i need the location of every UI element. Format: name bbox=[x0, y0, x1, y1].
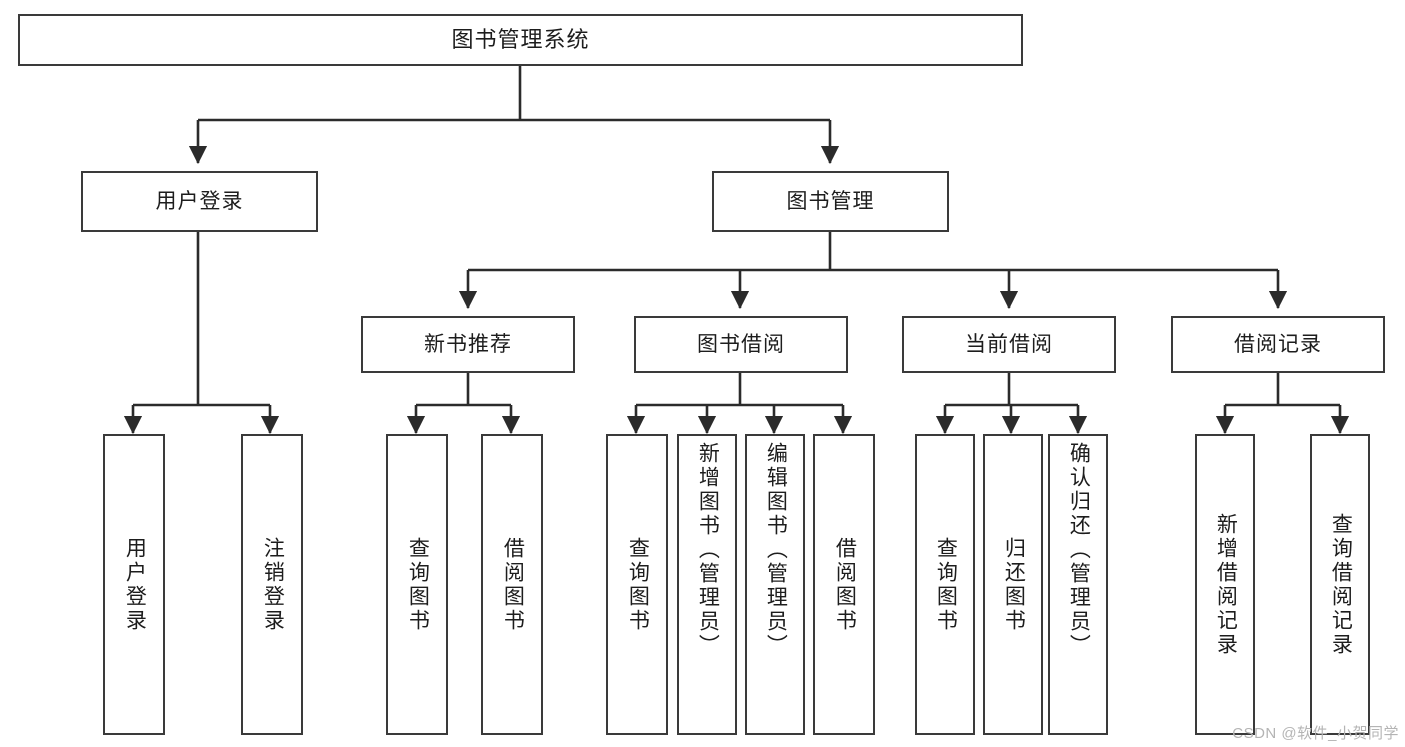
node-leaf-query-record-label: 查询借阅记录 bbox=[1329, 512, 1353, 657]
node-leaf-query-book-1-label: 查询图书 bbox=[406, 536, 430, 633]
node-book-borrow[interactable]: 图书借阅 bbox=[634, 316, 848, 373]
node-leaf-confirm-return-label: 确认归还（管理员） bbox=[1067, 442, 1091, 658]
node-leaf-query-record[interactable]: 查询借阅记录 bbox=[1310, 434, 1370, 735]
node-current-borrow-label: 当前借阅 bbox=[965, 332, 1053, 356]
node-leaf-add-record[interactable]: 新增借阅记录 bbox=[1195, 434, 1255, 735]
watermark: CSDN @软件_小贺同学 bbox=[1232, 725, 1399, 742]
node-leaf-query-book-2[interactable]: 查询图书 bbox=[606, 434, 668, 735]
node-new-book-recommend-label: 新书推荐 bbox=[424, 332, 512, 356]
node-leaf-query-book-3-label: 查询图书 bbox=[934, 536, 958, 633]
node-leaf-add-record-label: 新增借阅记录 bbox=[1214, 512, 1238, 657]
node-new-book-recommend[interactable]: 新书推荐 bbox=[361, 316, 575, 373]
node-leaf-return-book[interactable]: 归还图书 bbox=[983, 434, 1043, 735]
node-user-login-label: 用户登录 bbox=[155, 189, 244, 213]
node-root-label: 图书管理系统 bbox=[451, 26, 590, 52]
node-book-management-label: 图书管理 bbox=[786, 189, 875, 213]
node-leaf-add-book[interactable]: 新增图书（管理员） bbox=[677, 434, 737, 735]
node-book-borrow-label: 图书借阅 bbox=[697, 332, 785, 356]
node-leaf-add-book-label: 新增图书（管理员） bbox=[696, 442, 720, 658]
node-leaf-user-login[interactable]: 用户登录 bbox=[103, 434, 165, 735]
node-borrow-record-label: 借阅记录 bbox=[1234, 332, 1322, 356]
node-user-login[interactable]: 用户登录 bbox=[81, 171, 318, 232]
node-leaf-edit-book-label: 编辑图书（管理员） bbox=[764, 442, 788, 658]
node-leaf-borrow-book-2-label: 借阅图书 bbox=[833, 536, 857, 633]
node-leaf-borrow-book-1-label: 借阅图书 bbox=[501, 536, 525, 633]
node-leaf-return-book-label: 归还图书 bbox=[1002, 536, 1026, 633]
node-leaf-logout-login-label: 注销登录 bbox=[261, 536, 285, 633]
node-leaf-confirm-return[interactable]: 确认归还（管理员） bbox=[1048, 434, 1108, 735]
node-leaf-query-book-3[interactable]: 查询图书 bbox=[915, 434, 975, 735]
node-leaf-borrow-book-1[interactable]: 借阅图书 bbox=[481, 434, 543, 735]
node-borrow-record[interactable]: 借阅记录 bbox=[1171, 316, 1385, 373]
node-root[interactable]: 图书管理系统 bbox=[18, 14, 1023, 66]
node-leaf-logout-login[interactable]: 注销登录 bbox=[241, 434, 303, 735]
node-leaf-edit-book[interactable]: 编辑图书（管理员） bbox=[745, 434, 805, 735]
node-leaf-query-book-2-label: 查询图书 bbox=[626, 536, 650, 633]
node-current-borrow[interactable]: 当前借阅 bbox=[902, 316, 1116, 373]
node-book-management[interactable]: 图书管理 bbox=[712, 171, 949, 232]
node-leaf-borrow-book-2[interactable]: 借阅图书 bbox=[813, 434, 875, 735]
node-leaf-query-book-1[interactable]: 查询图书 bbox=[386, 434, 448, 735]
node-leaf-user-login-label: 用户登录 bbox=[123, 536, 147, 633]
